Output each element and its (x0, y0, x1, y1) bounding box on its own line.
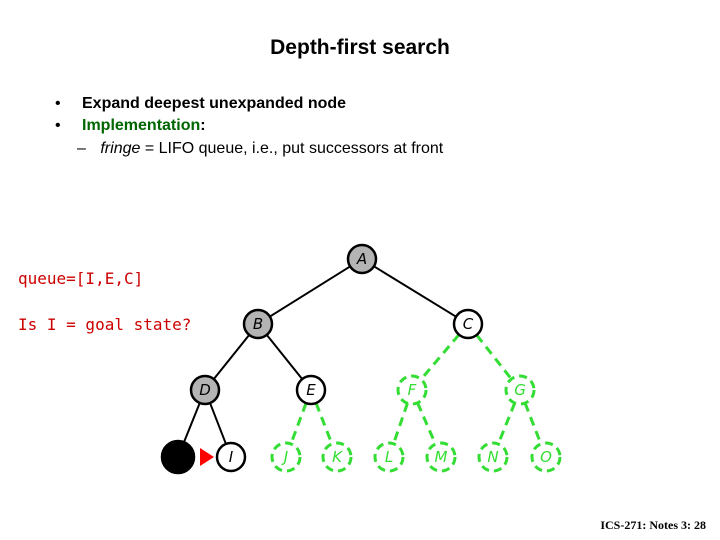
tree-node-label: O (540, 448, 552, 466)
tree-edge-g-o (523, 402, 543, 445)
tree-node-label: J (281, 448, 288, 466)
tree-node-h (160, 439, 196, 475)
tree-node-circle (270, 441, 302, 473)
implementation-colon: : (200, 117, 206, 134)
tree-node-circle (321, 441, 353, 473)
tree-node-circle (295, 374, 327, 406)
tree-node-label: I (229, 448, 234, 466)
tree-node-k: K (321, 441, 353, 473)
tree-node-o: O (530, 441, 562, 473)
tree-edge-g-n (496, 402, 517, 445)
tree-node-label: G (514, 381, 526, 399)
tree-node-l: L (373, 441, 405, 473)
tree-node-n: N (477, 441, 509, 473)
current-node-marker-icon (200, 448, 214, 466)
tree-node-label: M (435, 448, 448, 466)
tree-node-g: G (504, 374, 536, 406)
bullet-list: • Expand deepest unexpanded node • Imple… (55, 93, 443, 161)
tree-edge-a-c (373, 265, 457, 318)
slide-footer: ICS-271: Notes 3: 28 (600, 518, 706, 532)
tree-node-f: F (396, 374, 428, 406)
tree-edge-f-l (392, 402, 409, 445)
tree-node-label: E (306, 381, 316, 399)
tree-edge-b-d (212, 334, 251, 380)
bullet-dot: • (55, 95, 61, 112)
tree-node-i: I (215, 441, 247, 473)
tree-node-label: B (253, 315, 263, 333)
bullet-text: Implementation: (82, 115, 206, 137)
tree-edge-c-f (419, 333, 461, 381)
tree-node-circle (477, 441, 509, 473)
tree-node-e: E (295, 374, 327, 406)
sub-bullet-dash: – (77, 140, 86, 157)
implementation-term: Implementation (82, 117, 201, 134)
tree-node-circle (530, 441, 562, 473)
tree-edge-c-g (475, 334, 513, 380)
tree-edge-d-h (182, 402, 201, 445)
bullet-item-expand: • Expand deepest unexpanded node (55, 93, 421, 115)
tree-node-a: A (346, 243, 378, 275)
bullet-item-implementation: • Implementation: (55, 115, 421, 137)
bullet-dot: • (55, 117, 61, 134)
sub-bullet-fringe: – fringe = LIFO queue, i.e., put success… (77, 137, 443, 161)
fringe-description: = LIFO queue, i.e., put successors at fr… (140, 140, 444, 157)
tree-node-j: J (270, 441, 302, 473)
bullet-text: Expand deepest unexpanded node (82, 95, 347, 112)
queue-state-label: queue=[I,E,C] (18, 269, 144, 288)
tree-node-circle (504, 374, 536, 406)
tree-node-label: C (463, 315, 474, 333)
tree-edge-d-i (209, 402, 227, 445)
tree-node-label: L (385, 448, 393, 466)
tree-node-label: A (356, 250, 367, 268)
tree-node-label: N (487, 448, 498, 466)
tree-node-circle (396, 374, 428, 406)
tree-node-circle (242, 308, 274, 340)
tree-node-c: C (452, 308, 484, 340)
tree-node-circle (452, 308, 484, 340)
tree-edge-e-j (289, 402, 308, 445)
tree-node-label: D (199, 381, 211, 399)
fringe-term: fringe (100, 140, 141, 157)
tree-node-circle (346, 243, 378, 275)
tree-node-circle (160, 439, 196, 475)
tree-edge-b-e (265, 334, 304, 380)
tree-node-b: B (242, 308, 274, 340)
tree-node-d: D (189, 374, 221, 406)
tree-node-label: K (332, 448, 343, 466)
tree-node-circle (373, 441, 405, 473)
tree-node-label: F (408, 381, 417, 399)
tree-edge-e-k (314, 402, 334, 445)
tree-edge-f-m (416, 402, 437, 445)
tree-node-circle (425, 441, 457, 473)
tree-node-m: M (425, 441, 457, 473)
tree-node-circle (189, 374, 221, 406)
goal-check-label: Is I = goal state? (18, 315, 192, 334)
tree-node-circle (215, 441, 247, 473)
tree-edge-a-b (269, 265, 351, 318)
slide-title: Depth-first search (270, 36, 450, 59)
